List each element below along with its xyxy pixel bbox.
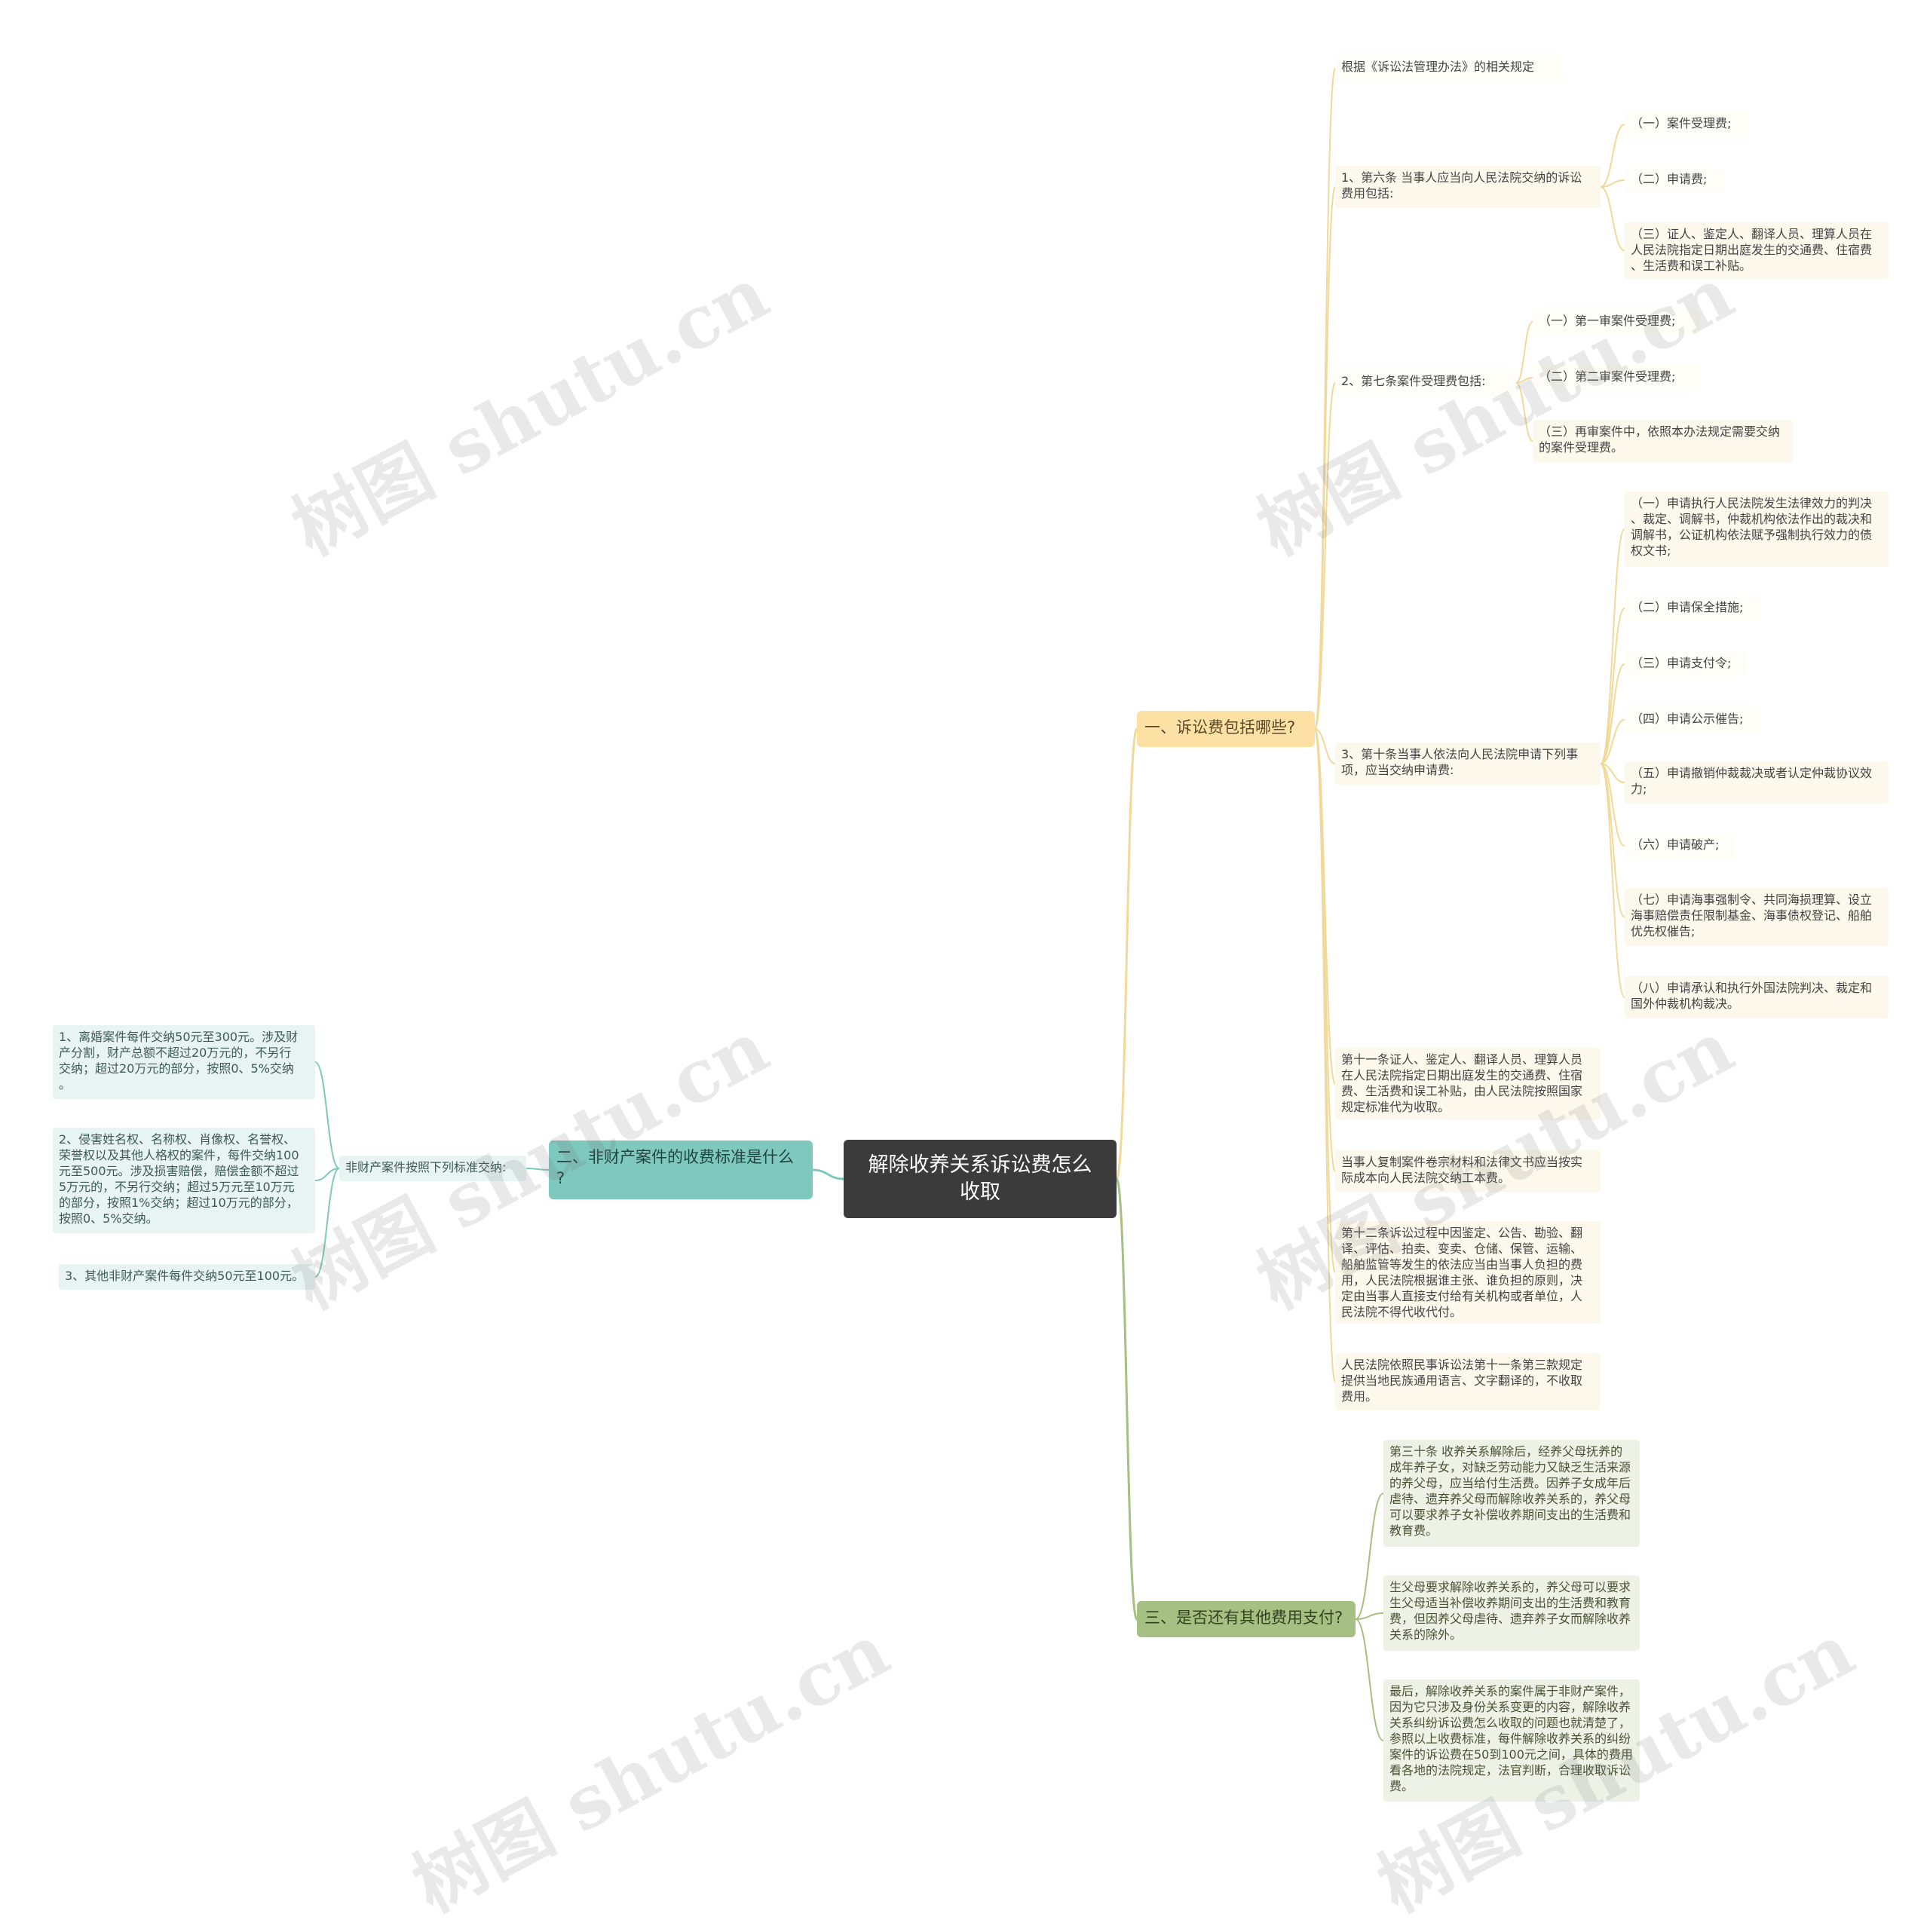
node-art10-item7[interactable]: （七）申请海事强制令、共同海损理算、设立 海事赔偿责任限制基金、海事债权登记、船… (1625, 888, 1889, 946)
connector-line (1600, 763, 1625, 918)
node-other-fee[interactable]: 3、其他非财产案件每件交纳50元至100元。 (59, 1264, 315, 1290)
connector-line (1600, 763, 1625, 847)
node-conclusion[interactable]: 最后，解除收养关系的案件属于非财产案件， 因为它只涉及身份关系变更的内容，解除收… (1383, 1679, 1640, 1802)
node-art6-item3[interactable]: （三）证人、鉴定人、翻译人员、理算人员在 人民法院指定日期出庭发生的交通费、住宿… (1625, 222, 1889, 279)
connector-line (1314, 728, 1336, 764)
node-article-11[interactable]: 第十一条证人、鉴定人、翻译人员、理算人员 在人民法院指定日期出庭发生的交通费、住… (1335, 1048, 1601, 1120)
connector-line (1314, 382, 1336, 730)
node-intro[interactable]: 根据《诉讼法管理办法》的相关规定 (1335, 55, 1561, 82)
node-art10-item5[interactable]: （五）申请撤销仲裁裁决或者认定仲裁协议效 力; (1625, 761, 1889, 804)
connector-line (314, 1061, 340, 1169)
node-art7-item3[interactable]: （三）再审案件中，依照本办法规定需要交纳 的案件受理费。 (1533, 420, 1793, 462)
connector-line (812, 1168, 844, 1180)
connector-line (1355, 1618, 1384, 1741)
connector-line (1355, 1493, 1384, 1620)
node-art7-item1[interactable]: （一）第一审案件受理费; (1533, 309, 1700, 335)
branch-other-costs[interactable]: 三、是否还有其他费用支付? (1137, 1601, 1356, 1637)
node-article-10[interactable]: 3、第十条当事人依法向人民法院申请下列事 项，应当交纳申请费: (1335, 742, 1601, 785)
connector-line (314, 1168, 340, 1278)
connector-line (1515, 321, 1533, 384)
connector-line (1600, 186, 1625, 252)
connector-line (1314, 728, 1336, 1382)
node-non-property-standard[interactable]: 非财产案件按照下列标准交纳: (339, 1156, 526, 1181)
connector-line (1314, 728, 1336, 1172)
node-art10-item4[interactable]: （四）申请公示催告; (1625, 707, 1760, 733)
connector-line (1600, 608, 1625, 764)
node-article-7[interactable]: 2、第七条案件受理费包括: (1335, 369, 1516, 397)
mind-map-canvas: 解除收养关系诉讼费怎么 收取 一、诉讼费包括哪些? 根据《诉讼法管理办法》的相关… (53, 55, 1889, 1929)
node-art6-item2[interactable]: （二）申请费; (1625, 167, 1724, 193)
node-art10-item6[interactable]: （六）申请破产; (1625, 833, 1735, 859)
node-birth-parents[interactable]: 生父母要求解除收养关系的，养父母可以要求 生父母适当补偿收养期间支出的生活费和教… (1383, 1575, 1640, 1651)
node-art10-item2[interactable]: （二）申请保全措施; (1625, 596, 1760, 621)
connector-line (314, 1168, 340, 1181)
node-article-6[interactable]: 1、第六条 当事人应当向人民法院交纳的诉讼 费用包括: (1335, 166, 1601, 208)
connector-line (1115, 1177, 1138, 1621)
connector-line (1600, 124, 1625, 188)
node-divorce-fee[interactable]: 1、离婚案件每件交纳50元至300元。涉及财 产分割，财产总额不超过20万元的，… (53, 1025, 315, 1099)
connector-lines (314, 68, 1625, 1741)
connector-line (1314, 728, 1336, 1273)
connector-line (1600, 719, 1625, 764)
node-art7-item2[interactable]: （二）第二审案件受理费; (1533, 365, 1700, 390)
connector-line (1515, 382, 1533, 442)
connector-line (1600, 763, 1625, 998)
connector-line (1600, 179, 1625, 188)
connector-line (1314, 186, 1336, 730)
node-art10-item3[interactable]: （三）申请支付令; (1625, 651, 1747, 677)
connector-line (1515, 377, 1533, 384)
branch-non-property-cases[interactable]: 二、非财产案件的收费标准是什么 ? (549, 1141, 813, 1199)
node-article-30[interactable]: 第三十条 收养关系解除后，经养父母抚养的 成年养子女，对缺乏劳动能力又缺乏生活来… (1383, 1440, 1640, 1547)
node-copy-fee[interactable]: 当事人复制案件卷宗材料和法律文书应当按实 际成本向人民法院交纳工本费。 (1335, 1150, 1601, 1193)
connector-line (525, 1168, 550, 1171)
connector-line (1355, 1612, 1384, 1620)
node-art10-item1[interactable]: （一）申请执行人民法院发生法律效力的判决 、裁定、调解书，仲裁机构依法作出的裁决… (1625, 491, 1889, 567)
node-article-12[interactable]: 第十二条诉讼过程中因鉴定、公告、勘验、翻 译、评估、拍卖、变卖、仓储、保管、运输… (1335, 1221, 1601, 1324)
branch-litigation-fees[interactable]: 一、诉讼费包括哪些? (1137, 711, 1315, 747)
node-art10-item8[interactable]: （八）申请承认和执行外国法院判决、裁定和 国外仲裁机构裁决。 (1625, 976, 1889, 1018)
root-topic[interactable]: 解除收养关系诉讼费怎么 收取 (844, 1140, 1117, 1218)
connector-line (1600, 663, 1625, 764)
node-personality-rights-fee[interactable]: 2、侵害姓名权、名称权、肖像权、名誉权、 荣誉权以及其他人格权的案件，每件交纳1… (53, 1128, 315, 1233)
node-art6-item1[interactable]: （一）案件受理费; (1625, 112, 1750, 137)
connector-line (1600, 528, 1625, 764)
connector-line (1115, 727, 1138, 1180)
node-translation[interactable]: 人民法院依照民事诉讼法第十一条第三款规定 提供当地民族通用语言、文字翻译的，不收… (1335, 1353, 1601, 1410)
